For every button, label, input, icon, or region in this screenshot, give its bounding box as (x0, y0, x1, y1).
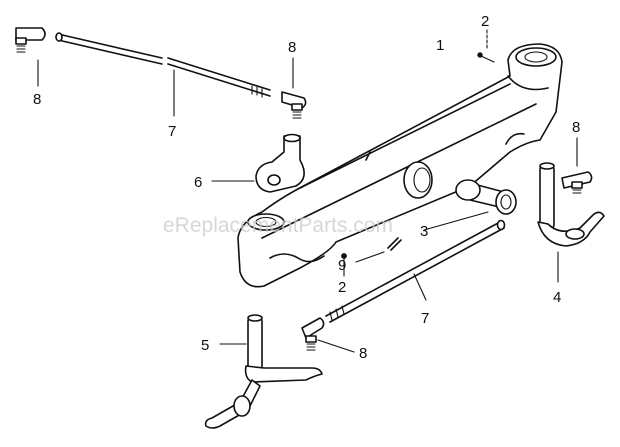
tie-rod-lower (325, 219, 506, 323)
callout-2-upper: 2 (481, 13, 489, 30)
ball-joint-top-left (15, 27, 46, 87)
spindle-left (204, 314, 323, 429)
watermark-text: eReplacementParts.com (163, 214, 393, 237)
ball-joint-top-right (281, 57, 307, 119)
callout-8-top-left: 8 (33, 91, 41, 108)
steering-arm (211, 133, 305, 193)
cotter-pin (355, 237, 402, 263)
callout-7-lower: 7 (421, 310, 429, 327)
callout-9: 9 (338, 257, 346, 274)
callout-6: 6 (194, 174, 202, 191)
callout-8-right: 8 (572, 119, 580, 136)
ball-joint-right (561, 137, 593, 194)
callout-3: 3 (420, 223, 428, 240)
callout-4: 4 (553, 289, 561, 306)
grease-fitting-upper (477, 29, 495, 63)
grease-fitting-lower (341, 253, 347, 277)
callout-1: 1 (436, 37, 444, 54)
front-axle-beam (237, 43, 563, 288)
spindle-right (537, 162, 605, 283)
ball-joint-bottom (301, 317, 355, 353)
callout-5: 5 (201, 337, 209, 354)
callout-7-upper: 7 (168, 123, 176, 140)
pivot-bushing (423, 179, 517, 231)
callout-8-bottom: 8 (359, 345, 367, 362)
tie-rod-upper (55, 32, 271, 117)
callout-8-top-right: 8 (288, 39, 296, 56)
callout-2-lower: 2 (338, 279, 346, 296)
